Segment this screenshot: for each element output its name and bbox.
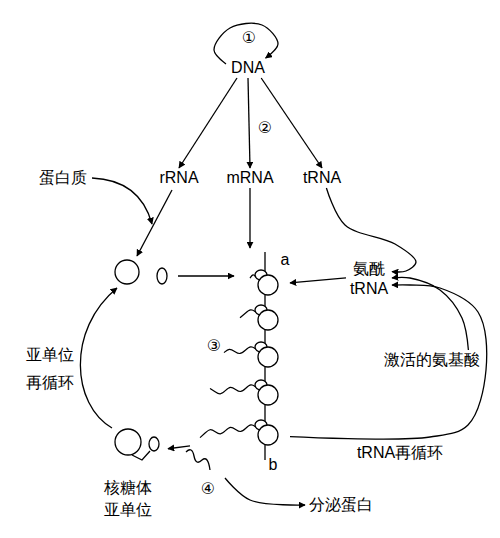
node-text: DNA — [226, 58, 270, 78]
large-subunit — [258, 425, 278, 445]
large-subunit — [115, 429, 141, 455]
edge-label: ② — [255, 118, 275, 138]
polysome-node: a ③ b — [190, 248, 290, 478]
text-node: 激活的氨基酸 — [380, 350, 484, 370]
polysome-drawing — [190, 248, 290, 478]
node-text: mRNA — [226, 168, 274, 188]
polypeptide-chain — [250, 275, 256, 278]
edge-label: tRNA再循环 — [352, 443, 448, 463]
node-text: tRNA — [300, 168, 344, 188]
protein-arrow — [92, 178, 152, 224]
large-subunit — [258, 310, 278, 330]
ribosome-subunit-node: 核糖体 亚单位 — [88, 425, 168, 520]
polypeptide-chain — [240, 310, 256, 318]
flow-arrow — [249, 188, 250, 248]
node-text: 核糖体 亚单位 — [100, 477, 156, 521]
large-subunit — [258, 275, 278, 295]
text-node: tRNA — [300, 168, 344, 188]
flow-arrow — [179, 78, 237, 168]
text-node: DNA — [226, 58, 270, 78]
annotation-label: 蛋白质 — [36, 168, 90, 188]
flow-arrow — [326, 188, 416, 272]
node-text: rRNA — [156, 168, 202, 188]
connector-group — [168, 23, 487, 505]
text-node: rRNA — [156, 168, 202, 188]
flow-arrow — [214, 23, 278, 64]
flow-arrow — [290, 285, 487, 439]
polypeptide-chain — [224, 347, 256, 354]
node-text: 分泌蛋白 — [305, 495, 377, 515]
flow-arrow — [392, 277, 468, 350]
edge-label: ④ — [198, 479, 218, 499]
node-text: 激活的氨基酸 — [380, 350, 484, 370]
node-text: a — [278, 250, 292, 270]
annotation-label: 亚单位 再循环 — [22, 341, 78, 397]
flow-arrow — [168, 446, 190, 449]
rrna-arrow — [137, 190, 172, 256]
small-subunit — [149, 437, 159, 451]
node-text: ③ — [204, 336, 224, 356]
subunit-arrow — [178, 275, 234, 276]
polypeptide-chain — [210, 385, 256, 394]
text-node: mRNA — [226, 168, 274, 188]
polypeptide-chain — [200, 425, 256, 438]
text-node: 氨酰 tRNA — [346, 259, 392, 301]
flow-arrow — [225, 478, 305, 505]
flow-arrow — [290, 278, 346, 283]
text-node: 分泌蛋白 — [305, 495, 377, 515]
released-chain — [186, 450, 210, 470]
large-subunit — [258, 385, 278, 405]
edge-label: ① — [239, 28, 259, 48]
large-subunit — [258, 347, 278, 367]
small-subunit — [157, 268, 167, 284]
large-subunit — [115, 260, 139, 284]
subunit-link — [132, 451, 150, 460]
flow-arrow — [248, 78, 250, 168]
node-text: b — [266, 455, 280, 475]
node-text: 氨酰 tRNA — [347, 259, 391, 299]
recycle-arrow — [80, 288, 117, 428]
